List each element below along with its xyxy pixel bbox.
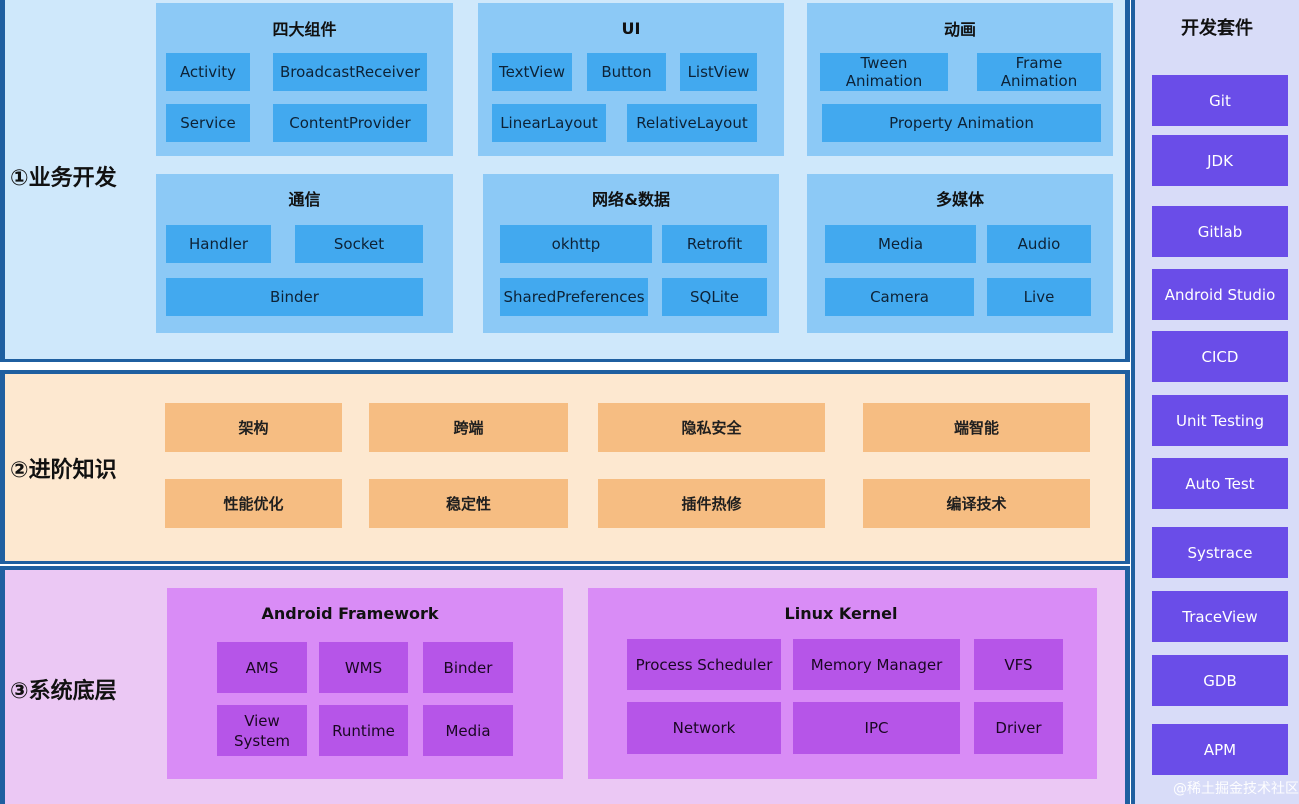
watermark-text: @稀土掘金技术社区 (1173, 781, 1299, 797)
box-edge-intelligence: 端智能 (863, 403, 1090, 452)
box-relativelayout: RelativeLayout (627, 104, 757, 142)
animation-title: 动画 (943, 20, 976, 39)
box-media: Media (825, 225, 976, 263)
ui-title: UI (621, 18, 641, 38)
tool-gdb: GDB (1152, 655, 1288, 706)
tool-unit-testing: Unit Testing (1152, 395, 1288, 446)
box-process-scheduler: Process Scheduler (627, 639, 781, 690)
box-vfs: VFS (974, 639, 1063, 690)
box-hotfix: 插件热修 (598, 479, 825, 528)
tool-apm: APM (1152, 724, 1288, 775)
tool-jdk: JDK (1152, 135, 1288, 186)
box-frame-animation: Frame Animation (977, 53, 1101, 91)
box-service: Service (166, 104, 250, 142)
box-okhttp: okhttp (500, 225, 652, 263)
tool-traceview: TraceView (1152, 591, 1288, 642)
communication-title: 通信 (288, 190, 321, 209)
box-cross-platform: 跨端 (369, 403, 568, 452)
box-driver: Driver (974, 702, 1063, 754)
box-media-framework: Media (423, 705, 513, 756)
box-ipc: IPC (793, 702, 960, 754)
tool-cicd: CICD (1152, 331, 1288, 382)
framework-title: Android Framework (261, 603, 439, 623)
box-binder-framework: Binder (423, 642, 513, 693)
box-contentprovider: ContentProvider (273, 104, 427, 142)
business-layer-label: ①业务开发 (10, 166, 117, 191)
system-layer-label: ③系统底层 (10, 679, 117, 704)
box-broadcastreceiver: BroadcastReceiver (273, 53, 427, 91)
components-title: 四大组件 (272, 20, 337, 39)
box-textview: TextView (492, 53, 572, 91)
toolkit-title: 开发套件 (1181, 18, 1253, 39)
box-view-system: View System (217, 705, 307, 756)
tool-android-studio: Android Studio (1152, 269, 1288, 320)
box-ams: AMS (217, 642, 307, 693)
advanced-layer (0, 370, 1130, 564)
box-binder-comm: Binder (166, 278, 423, 316)
box-camera: Camera (825, 278, 974, 316)
box-socket: Socket (295, 225, 423, 263)
box-performance: 性能优化 (165, 479, 342, 528)
advanced-layer-label: ②进阶知识 (10, 458, 117, 483)
box-handler: Handler (166, 225, 271, 263)
tool-systrace: Systrace (1152, 527, 1288, 578)
box-sharedpreferences: SharedPreferences (500, 278, 648, 316)
box-architecture: 架构 (165, 403, 342, 452)
box-runtime: Runtime (319, 705, 408, 756)
box-wms: WMS (319, 642, 408, 693)
box-privacy-security: 隐私安全 (598, 403, 825, 452)
tool-gitlab: Gitlab (1152, 206, 1288, 257)
tool-git: Git (1152, 75, 1288, 126)
box-audio: Audio (987, 225, 1091, 263)
tool-auto-test: Auto Test (1152, 458, 1288, 509)
network-title: 网络&数据 (592, 190, 670, 209)
box-compilation: 编译技术 (863, 479, 1090, 528)
multimedia-title: 多媒体 (935, 190, 984, 209)
box-property-animation: Property Animation (822, 104, 1101, 142)
kernel-title: Linux Kernel (784, 603, 898, 623)
box-tween-animation: Tween Animation (820, 53, 948, 91)
box-memory-manager: Memory Manager (793, 639, 960, 690)
box-button: Button (587, 53, 666, 91)
box-activity: Activity (166, 53, 250, 91)
box-live: Live (987, 278, 1091, 316)
box-listview: ListView (680, 53, 757, 91)
box-sqlite: SQLite (662, 278, 767, 316)
box-linearlayout: LinearLayout (492, 104, 606, 142)
box-retrofit: Retrofit (662, 225, 767, 263)
box-network: Network (627, 702, 781, 754)
box-stability: 稳定性 (369, 479, 568, 528)
